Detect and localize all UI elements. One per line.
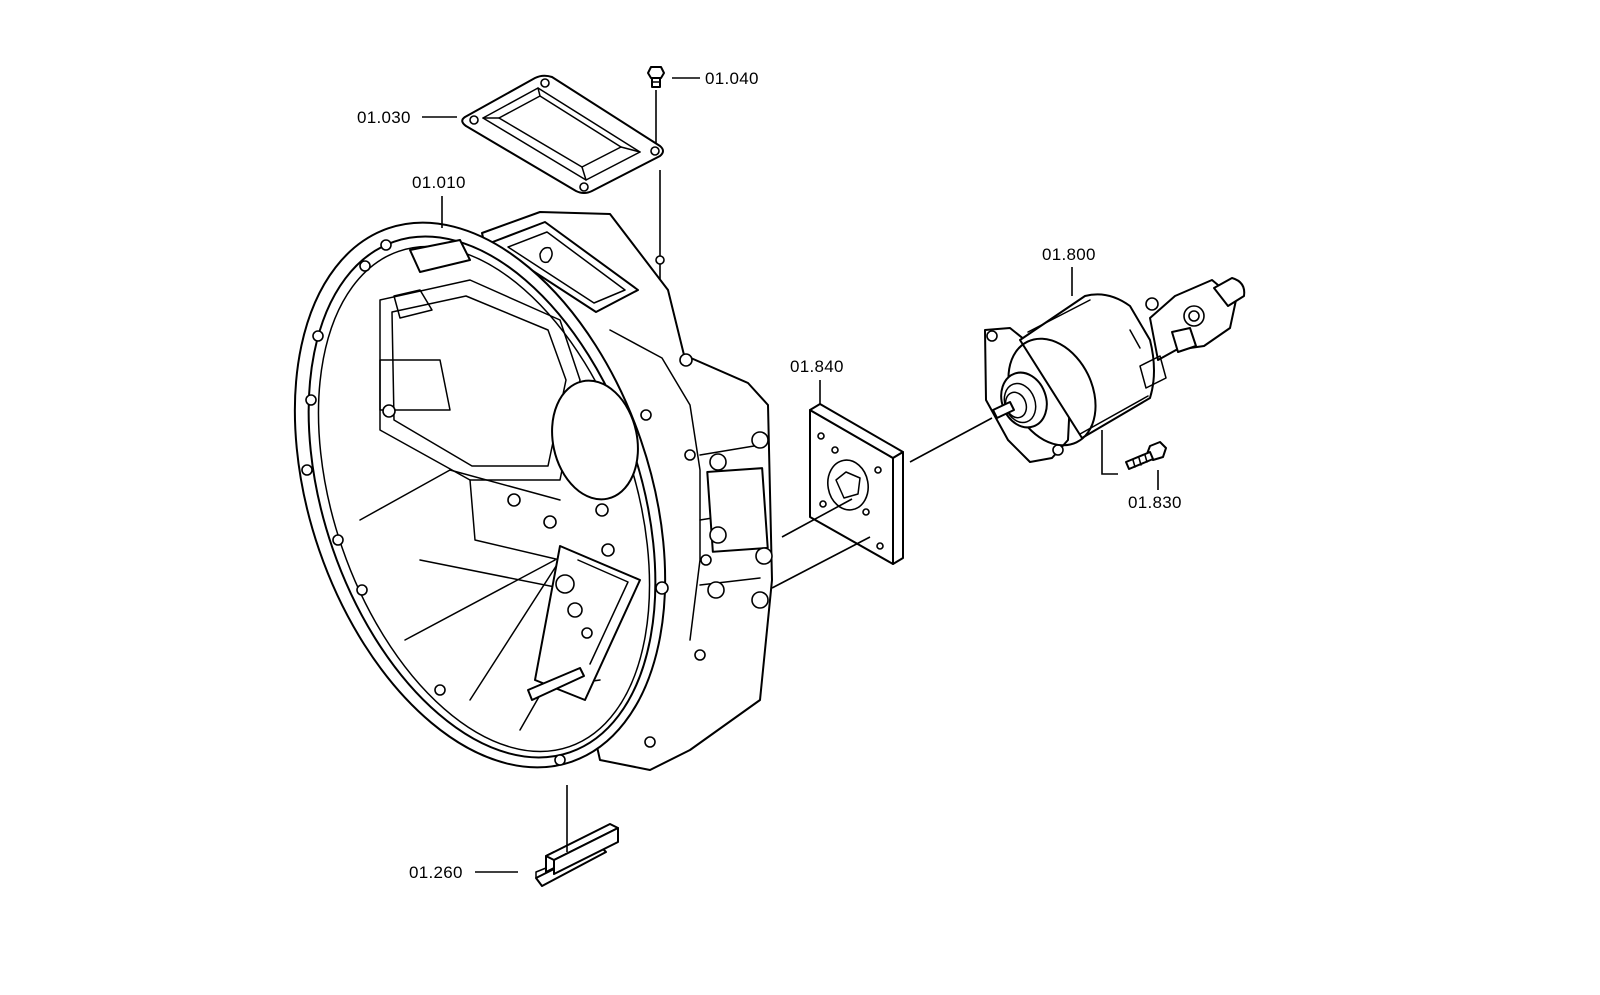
assembly-line-01800: [909, 417, 993, 463]
part-01830-bolt[interactable]: [1125, 441, 1167, 470]
part-01030-cover[interactable]: [461, 74, 664, 194]
label-01800: 01.800: [1042, 245, 1096, 264]
label-01260: 01.260: [409, 863, 463, 882]
label-01830: 01.830: [1128, 493, 1182, 512]
assembly-line-01830: [1101, 430, 1118, 475]
part-01260-channel[interactable]: [535, 823, 619, 887]
part-01010-clutch-housing[interactable]: [227, 173, 773, 817]
part-01040-screw[interactable]: [647, 66, 665, 88]
label-01030: 01.030: [357, 108, 411, 127]
label-01040: 01.040: [705, 69, 759, 88]
assembly-line-01840-a: [781, 498, 853, 538]
label-01010: 01.010: [412, 173, 466, 192]
part-01840-adapter-plate[interactable]: [809, 403, 904, 565]
label-01840: 01.840: [790, 357, 844, 376]
part-01800-clutch-actuator[interactable]: [984, 277, 1246, 463]
assembly-line-01840-b: [771, 536, 871, 589]
